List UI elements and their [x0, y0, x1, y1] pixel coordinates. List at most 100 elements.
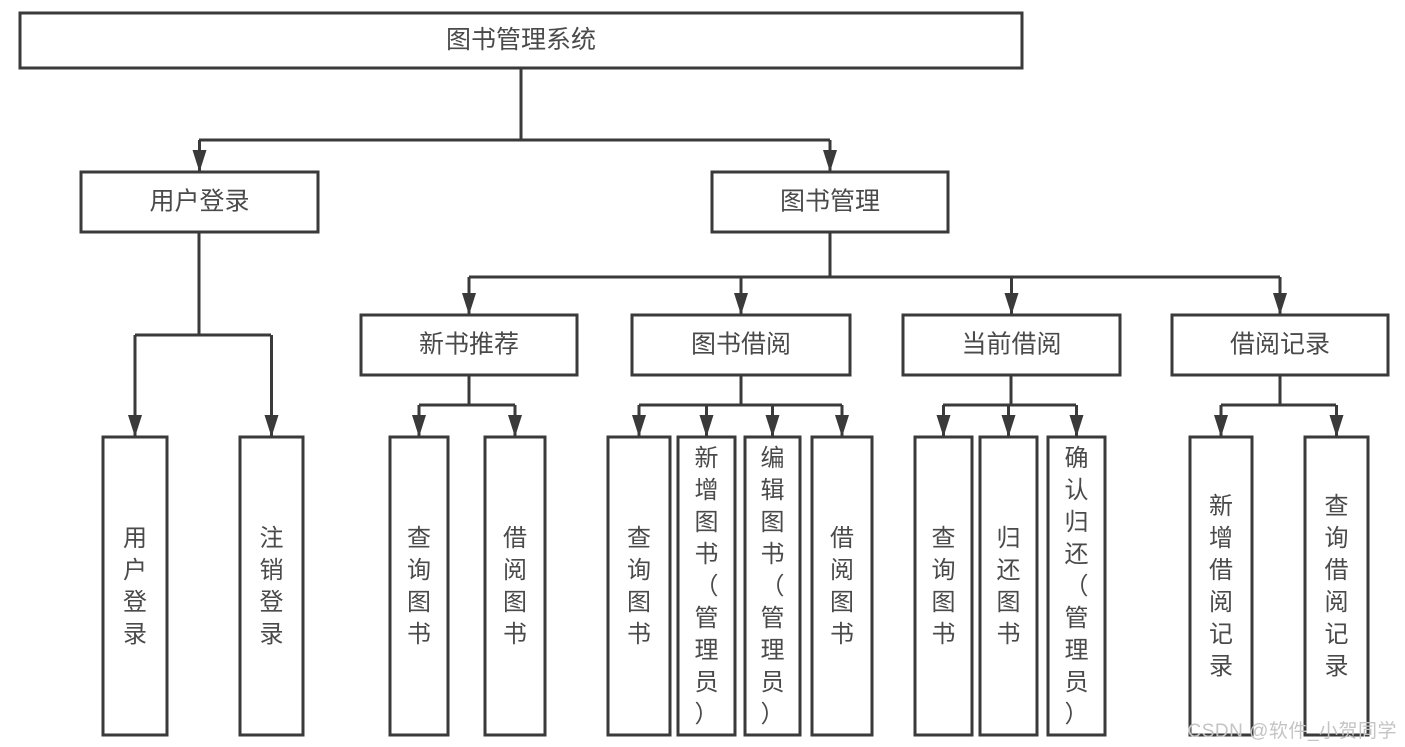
- node-leaf-edit-book[interactable]: 编辑图书（管理员）: [743, 435, 802, 737]
- edge-user-login-to-leaf-logout: [264, 335, 279, 437]
- edge-user-login-to-leaf-user-login: [128, 335, 142, 437]
- node-leaf-confirm-return[interactable]: 确认归还（管理员）: [1046, 435, 1107, 737]
- node-leaf-return-book[interactable]: 归还图书: [978, 435, 1039, 737]
- node-leaf-user-login[interactable]: 用户登录: [101, 435, 169, 737]
- arrow-head-icon: [765, 415, 780, 437]
- node-box[interactable]: [810, 435, 874, 737]
- node-box[interactable]: [710, 170, 950, 234]
- edge-new-book-recommend-to-leaf-query-book-1: [412, 405, 426, 437]
- node-box[interactable]: [18, 11, 1024, 70]
- arrow-head-icon: [264, 415, 279, 437]
- edge-book-manage-to-current-borrow: [1004, 277, 1019, 315]
- node-label: 确认归还（管理员）: [1065, 445, 1089, 728]
- arrow-head-icon: [1069, 415, 1084, 437]
- node-box[interactable]: [359, 313, 579, 377]
- node-label: 图书管理: [780, 188, 880, 216]
- edge-book-borrow-to-leaf-borrow-book-2: [835, 405, 849, 437]
- node-root[interactable]: 图书管理系统: [18, 11, 1024, 70]
- node-current-borrow[interactable]: 当前借阅: [901, 313, 1122, 377]
- arrow-head-icon: [823, 150, 837, 172]
- node-label: 归还图书: [997, 525, 1021, 648]
- node-box[interactable]: [913, 435, 974, 737]
- arrow-head-icon: [192, 150, 207, 172]
- connector-bar-leaf-record: [1221, 375, 1336, 407]
- edge-current-borrow-to-leaf-query-book-3: [936, 405, 951, 437]
- node-box[interactable]: [101, 435, 169, 737]
- connector-bar-level2: [199, 68, 830, 142]
- node-box[interactable]: [388, 435, 450, 737]
- arrow-head-icon: [699, 415, 714, 437]
- arrow-head-icon: [1273, 293, 1287, 315]
- connector-bar-leaf-borrow: [639, 375, 842, 407]
- node-box[interactable]: [1170, 313, 1390, 377]
- node-box[interactable]: [1046, 435, 1107, 737]
- node-leaf-query-book-2[interactable]: 查询图书: [606, 435, 672, 737]
- node-label: 查询借阅记录: [1325, 493, 1349, 680]
- edge-borrow-record-to-leaf-add-record: [1214, 405, 1228, 437]
- arrow-head-icon: [936, 415, 951, 437]
- node-box[interactable]: [606, 435, 672, 737]
- node-box[interactable]: [978, 435, 1039, 737]
- arrow-head-icon: [1004, 293, 1019, 315]
- node-label: 当前借阅: [961, 331, 1061, 359]
- node-box[interactable]: [1188, 435, 1254, 737]
- node-box[interactable]: [901, 313, 1122, 377]
- node-leaf-borrow-book-2[interactable]: 借阅图书: [810, 435, 874, 737]
- arrow-head-icon: [1001, 415, 1016, 437]
- node-box[interactable]: [79, 170, 320, 234]
- edge-current-borrow-to-leaf-return-book: [1001, 405, 1016, 437]
- node-label: 注销登录: [260, 525, 284, 648]
- arrow-head-icon: [128, 415, 142, 437]
- arrow-head-icon: [734, 293, 748, 315]
- node-label: 新增图书（管理员）: [695, 445, 719, 728]
- node-label: 新书推荐: [419, 331, 519, 359]
- edge-book-borrow-to-leaf-add-book: [699, 405, 714, 437]
- node-label: 图书管理系统: [446, 26, 596, 54]
- arrow-head-icon: [508, 415, 522, 437]
- edge-book-borrow-to-leaf-edit-book: [765, 405, 780, 437]
- node-label: 查询图书: [932, 525, 956, 648]
- node-box[interactable]: [676, 435, 737, 737]
- node-leaf-query-book-1[interactable]: 查询图书: [388, 435, 450, 737]
- arrow-head-icon: [412, 415, 426, 437]
- arrow-head-icon: [632, 415, 646, 437]
- node-label: 新增借阅记录: [1209, 493, 1233, 680]
- connector-bar-leaf-user-login: [135, 232, 271, 337]
- connector-bar-leaf-current: [943, 375, 1076, 407]
- node-label: 查询图书: [627, 525, 651, 648]
- edge-new-book-recommend-to-leaf-borrow-book-1: [508, 405, 522, 437]
- node-book-borrow[interactable]: 图书借阅: [630, 313, 852, 377]
- node-new-book-recommend[interactable]: 新书推荐: [359, 313, 579, 377]
- node-leaf-add-book[interactable]: 新增图书（管理员）: [676, 435, 737, 737]
- node-leaf-logout[interactable]: 注销登录: [238, 435, 305, 737]
- edge-root-to-book-manage: [823, 140, 837, 172]
- node-label: 编辑图书（管理员）: [761, 445, 785, 728]
- node-label: 用户登录: [149, 188, 249, 216]
- arrow-head-icon: [1214, 415, 1228, 437]
- edge-current-borrow-to-leaf-confirm-return: [1069, 405, 1084, 437]
- node-box[interactable]: [483, 435, 547, 737]
- node-book-manage[interactable]: 图书管理: [710, 170, 950, 234]
- node-user-login[interactable]: 用户登录: [79, 170, 320, 234]
- node-box[interactable]: [1303, 435, 1370, 737]
- node-box[interactable]: [630, 313, 852, 377]
- node-leaf-add-record[interactable]: 新增借阅记录: [1188, 435, 1254, 737]
- node-box[interactable]: [238, 435, 305, 737]
- node-label: 用户登录: [123, 525, 147, 648]
- node-layer: 图书管理系统用户登录图书管理新书推荐图书借阅当前借阅借阅记录用户登录注销登录查询…: [18, 11, 1390, 737]
- node-leaf-borrow-book-1[interactable]: 借阅图书: [483, 435, 547, 737]
- arrow-head-icon: [1329, 415, 1344, 437]
- node-leaf-query-book-3[interactable]: 查询图书: [913, 435, 974, 737]
- node-label: 借阅图书: [830, 525, 854, 648]
- edge-book-manage-to-book-borrow: [734, 277, 748, 315]
- node-box[interactable]: [743, 435, 802, 737]
- connector-layer: [128, 68, 1344, 437]
- edge-borrow-record-to-leaf-query-record: [1329, 405, 1344, 437]
- connector-bar-level3: [469, 232, 1280, 279]
- node-leaf-query-record[interactable]: 查询借阅记录: [1303, 435, 1370, 737]
- edge-book-manage-to-new-book-recommend: [462, 277, 476, 315]
- node-borrow-record[interactable]: 借阅记录: [1170, 313, 1390, 377]
- node-label: 图书借阅: [691, 331, 791, 359]
- edge-root-to-user-login: [192, 140, 207, 172]
